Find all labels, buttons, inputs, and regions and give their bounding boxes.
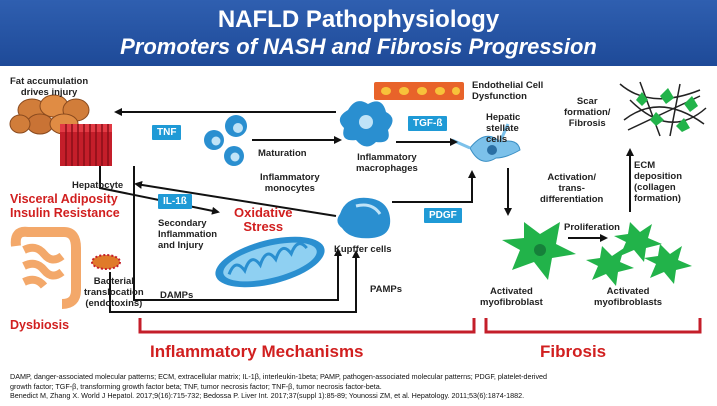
box-tnf: TNF: [152, 125, 182, 140]
mitochondrion-icon: [215, 236, 325, 288]
label-maturation: Maturation: [258, 148, 307, 159]
intestine-icon: [10, 226, 81, 309]
kupffer-cell-icon: [337, 197, 391, 239]
label-damps: DAMPs: [160, 290, 194, 301]
label-hepatic-stellate: Hepatic stellate cells: [486, 112, 521, 145]
label-oxidative-stress: Oxidative Stress: [234, 205, 293, 234]
label-activated-myofibroblasts: Activated myofibroblasts: [594, 286, 663, 308]
box-il1b: IL-1ß: [158, 194, 192, 209]
label-endothelial-dysfunction: Endothelial Cell Dysfunction: [472, 80, 544, 102]
label-hepatocyte: Hepatocyte: [72, 180, 124, 191]
label-bacterial-translocation: Bacterial translocation (endotoxins): [84, 276, 144, 309]
label-inflammatory-monocytes: Inflammatory monocytes: [260, 172, 320, 194]
monocytes-icon: [204, 115, 247, 166]
section-brackets: [138, 318, 702, 334]
label-inflammatory-mechanisms: Inflammatory Mechanisms: [150, 342, 364, 361]
label-secondary-inflammation: Secondary Inflammation and Injury: [158, 218, 218, 251]
label-pamps: PAMPs: [370, 284, 403, 295]
fibrosis-mesh-icon: [619, 81, 707, 137]
label-activation: Activation/ trans- differentiation: [540, 172, 604, 205]
myofibroblast-icon: [502, 222, 576, 280]
macrophage-icon: [339, 101, 393, 147]
label-fat-accumulation: Fat accumulation drives injury: [10, 76, 89, 98]
label-kupffer-cells: Kupffer cells: [334, 244, 392, 255]
hepatocyte-icon: [60, 124, 112, 166]
footnote-references: Benedict M, Zhang X. World J Hepatol. 20…: [10, 391, 525, 400]
header-banner: [0, 0, 717, 66]
page-title: NAFLD Pathophysiology: [217, 6, 500, 33]
footnote-line-2: growth factor; TGF-β, transforming growt…: [10, 381, 382, 391]
label-fibrosis: Fibrosis: [540, 342, 607, 361]
diagram-canvas: [9, 81, 707, 334]
label-proliferation: Proliferation: [564, 222, 620, 233]
myofibroblasts-cluster-icon: [586, 222, 692, 286]
box-tgfb: TGF-ß: [408, 116, 448, 131]
label-ecm-deposition: ECM deposition (collagen formation): [634, 160, 683, 204]
page-subtitle: Promoters of NASH and Fibrosis Progressi…: [120, 34, 597, 59]
stellate-cell-icon: [451, 123, 521, 162]
label-scar-formation: Scar formation/ Fibrosis: [564, 96, 611, 129]
footnote-line-1: DAMP, danger-associated molecular patter…: [10, 372, 548, 381]
label-activated-myofibroblast: Activated myofibroblast: [480, 286, 543, 308]
footnote: DAMP, danger-associated molecular patter…: [10, 372, 710, 401]
bacterium-icon: [91, 254, 121, 270]
box-pdgf: PDGF: [424, 208, 462, 223]
label-visceral-adiposity: Visceral Adiposity Insulin Resistance: [10, 192, 120, 220]
label-inflammatory-macrophages: Inflammatory macrophages: [356, 152, 418, 174]
label-dysbiosis: Dysbiosis: [10, 318, 70, 332]
endothelial-cells-icon: [374, 82, 464, 100]
